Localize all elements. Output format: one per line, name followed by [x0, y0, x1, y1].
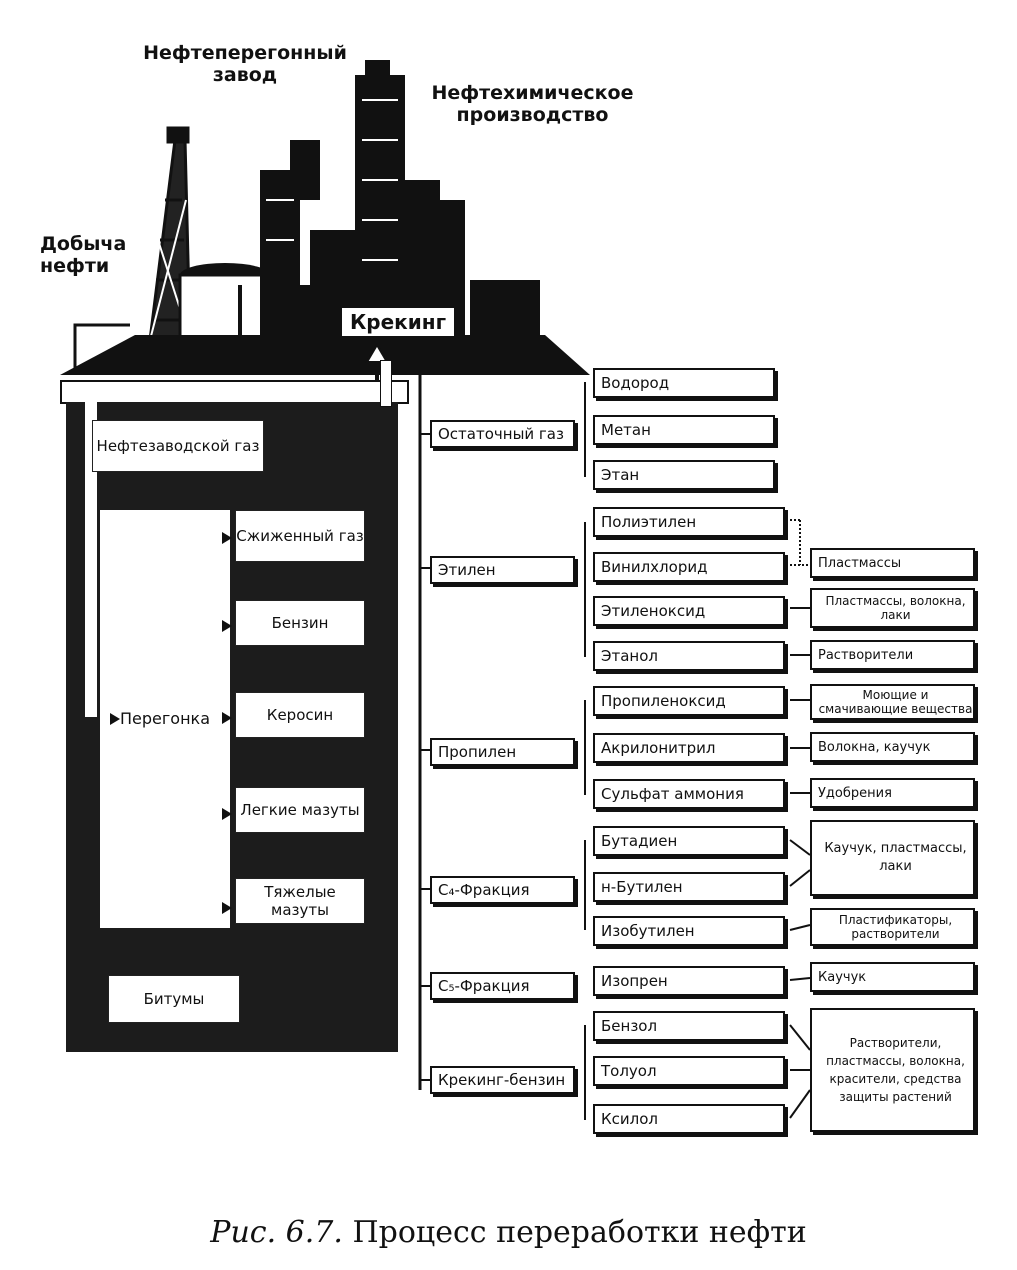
use-box: Пластификаторы, растворители: [810, 908, 975, 946]
caption-prefix: Рис. 6.7.: [210, 1215, 343, 1250]
product-box: Изопрен: [593, 966, 785, 996]
product-box: Ксилол: [593, 1104, 785, 1134]
product-box: Этанол: [593, 641, 785, 671]
group-c5: C₅-Фракция: [430, 972, 575, 1000]
ground-platform: [60, 335, 590, 375]
kerosene-box: Керосин: [235, 692, 365, 738]
product-box: Сульфат аммония: [593, 779, 785, 809]
use-box: Моющие и смачивающие вещества: [810, 684, 975, 720]
use-box: Растворители: [810, 640, 975, 670]
group-c4: C₄-Фракция: [430, 876, 575, 904]
product-box: Полиэтилен: [593, 507, 785, 537]
petrochem-label: Нефтехимическое производство: [431, 82, 634, 126]
refinery-label: Нефтеперегонный завод: [143, 42, 347, 86]
product-box: Этиленоксид: [593, 596, 785, 626]
product-box: Винилхлорид: [593, 552, 785, 582]
use-box: Растворители, пластмассы, волокна, краси…: [810, 1008, 975, 1132]
distillation-box: Перегонка: [100, 510, 230, 928]
use-box: Каучук: [810, 962, 975, 992]
oil-extraction-label: Добыча нефти: [40, 233, 127, 277]
bitumen-box: Битумы: [108, 975, 240, 1023]
use-box: Волокна, каучук: [810, 732, 975, 762]
use-box: Пластмассы: [810, 548, 975, 578]
heavy-fuel-oil-box: Тяжелые мазуты: [235, 878, 365, 924]
figure-caption: Рис. 6.7. Процесс переработки нефти: [0, 1215, 1017, 1250]
product-box: Бензол: [593, 1011, 785, 1041]
group-residual-gas: Остаточный газ: [430, 420, 575, 448]
product-box: Толуол: [593, 1056, 785, 1086]
light-fuel-oil-box: Легкие мазуты: [235, 787, 365, 833]
use-box: Пластмассы, волокна, лаки: [810, 588, 975, 628]
product-box: Метан: [593, 415, 775, 445]
use-box: Каучук, пластмассы, лаки: [810, 820, 975, 896]
use-box: Удобрения: [810, 778, 975, 808]
product-box: Этан: [593, 460, 775, 490]
refinery-illustration: [60, 60, 590, 400]
product-box: Изобутилен: [593, 916, 785, 946]
cracking-label: Крекинг: [340, 306, 456, 338]
oilfield-gas-box: Нефтезаводской газ: [92, 420, 264, 472]
product-box: Водород: [593, 368, 775, 398]
caption-text: Процесс переработки нефти: [352, 1215, 807, 1250]
product-box: н-Бутилен: [593, 872, 785, 902]
product-box: Акрилонитрил: [593, 733, 785, 763]
group-propylene: Пропилен: [430, 738, 575, 766]
group-ethylene: Этилен: [430, 556, 575, 584]
group-cracked-gasoline: Крекинг-бензин: [430, 1066, 575, 1094]
gasoline-box: Бензин: [235, 600, 365, 646]
product-box: Бутадиен: [593, 826, 785, 856]
liquefied-gas-box: Сжиженный газ: [235, 510, 365, 562]
product-box: Пропиленоксид: [593, 686, 785, 716]
